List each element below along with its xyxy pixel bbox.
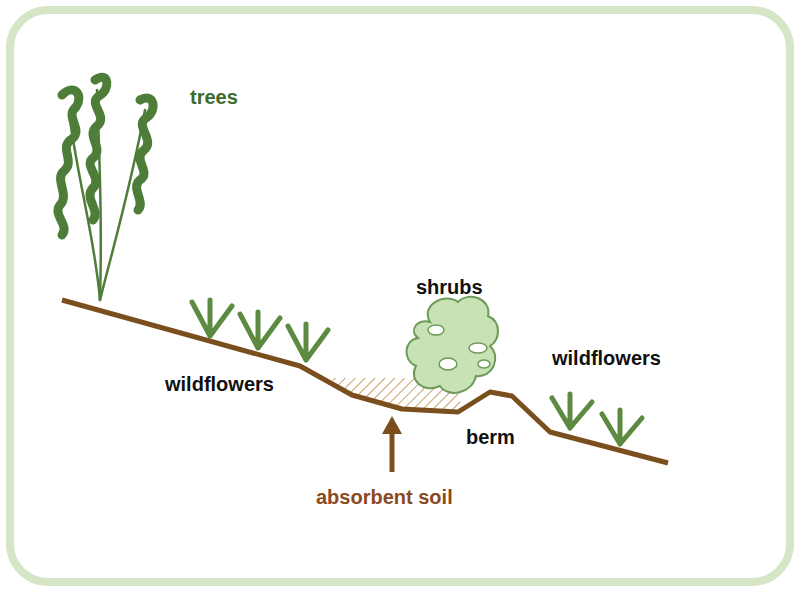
wildflower-symbols <box>192 300 642 444</box>
pointer-arrow <box>382 416 402 472</box>
plant-label: shrubs <box>416 276 483 298</box>
plant-label: wildflowers <box>552 347 661 369</box>
frame <box>10 10 790 582</box>
feature-label: absorbent soil <box>316 486 453 508</box>
plant-label: wildflowers <box>165 373 274 395</box>
feature-label: berm <box>466 426 515 448</box>
shrub-drawing <box>406 297 498 393</box>
ground-line <box>62 300 668 463</box>
tree-label: trees <box>190 86 238 108</box>
tree-drawing <box>58 77 153 300</box>
